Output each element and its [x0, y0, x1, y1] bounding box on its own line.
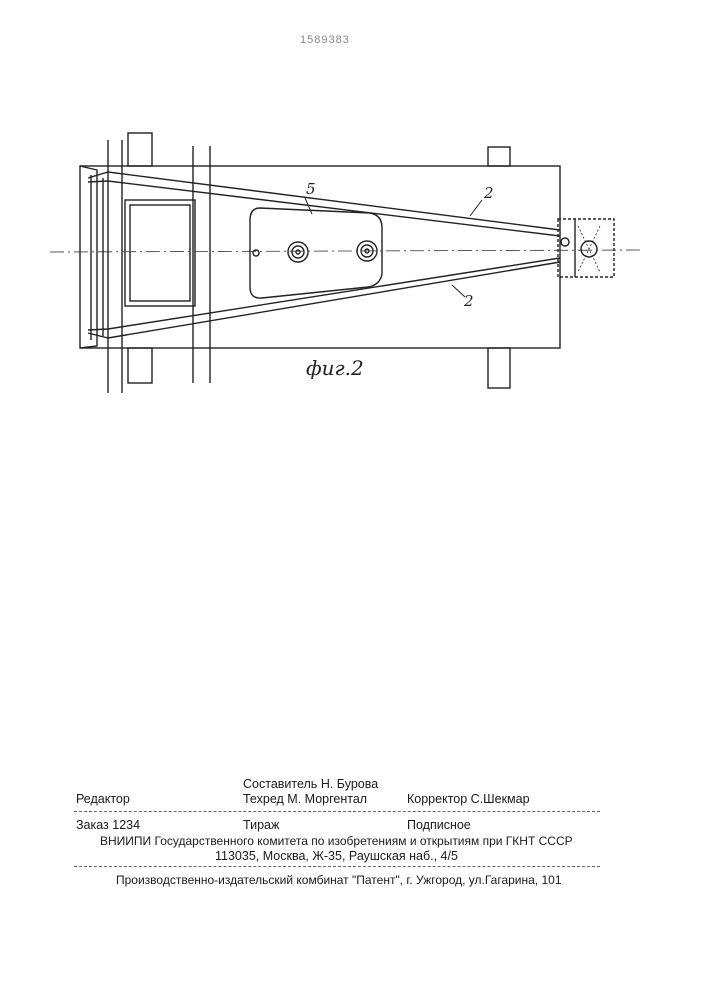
callout-brace-upper: 2	[484, 184, 494, 202]
technical-drawing	[0, 0, 707, 400]
front-cap	[80, 166, 97, 348]
callout-brace-lower: 2	[464, 292, 474, 310]
window-frame	[125, 200, 195, 306]
compiler-name: Н. Бурова	[321, 777, 378, 791]
techred-line: Техред М. Моргентал	[243, 792, 367, 806]
order-number: Заказ 1234	[76, 818, 140, 832]
corrector-line: Корректор С.Шекмар	[407, 792, 530, 806]
publisher-line: Производственно-издательский комбинат "П…	[116, 873, 562, 887]
corrector-label: Корректор	[407, 792, 467, 806]
figure-caption: фиг.2	[306, 356, 364, 380]
brace-lower-outer	[88, 262, 560, 338]
techred-name: М. Моргентал	[287, 792, 367, 806]
address-line: 113035, Москва, Ж-35, Раушская наб., 4/5	[215, 849, 458, 863]
callout-tank: 5	[306, 180, 316, 198]
subscription: Подписное	[407, 818, 471, 832]
post-left-upper	[128, 133, 152, 166]
post-right-lower	[488, 348, 510, 388]
circulation: Тираж	[243, 818, 279, 832]
brace-lower-inner	[88, 258, 560, 330]
hitch-block	[558, 219, 614, 277]
editor-label: Редактор	[76, 792, 130, 806]
compiler-line: Составитель Н. Бурова	[243, 777, 378, 791]
tank-outline	[250, 208, 382, 298]
post-left-lower	[128, 348, 152, 383]
divider-top	[74, 811, 600, 812]
divider-bottom	[74, 866, 600, 867]
compiler-label: Составитель	[243, 777, 317, 791]
techred-label: Техред	[243, 792, 284, 806]
corrector-name: С.Шекмар	[471, 792, 530, 806]
post-right-upper	[488, 147, 510, 166]
organization-line: ВНИИПИ Государственного комитета по изоб…	[100, 834, 573, 848]
